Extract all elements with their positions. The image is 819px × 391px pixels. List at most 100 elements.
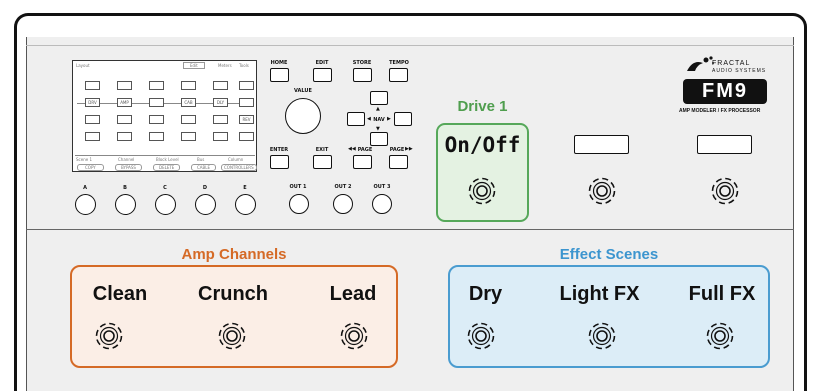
- lcd-grid-cell: [213, 115, 228, 124]
- out2-label: OUT 2: [334, 184, 352, 190]
- lcd-signal-line: [77, 103, 253, 104]
- edit-button[interactable]: [313, 68, 332, 82]
- brand-name: FRACTAL: [712, 60, 751, 67]
- edit-button-label: EDIT: [315, 60, 329, 66]
- scribble-strip: [574, 135, 629, 154]
- lcd-screen: Layout Edit Meters Tools DRV AMP CAB DLY…: [72, 60, 257, 172]
- switch-label-dry: Dry: [468, 283, 503, 305]
- drive-title: Drive 1: [457, 98, 508, 115]
- nav-label: NAV: [373, 117, 385, 123]
- lcd-controllers-button[interactable]: CONTROLLERS: [221, 164, 257, 171]
- switch-label-light-fx: Light FX: [559, 283, 640, 305]
- footswitch-icon: [218, 322, 246, 350]
- value-knob[interactable]: [285, 98, 321, 134]
- out3-label: OUT 3: [373, 184, 391, 190]
- full-fx-footswitch[interactable]: [706, 322, 734, 350]
- lcd-tab-tools[interactable]: Tools: [239, 63, 249, 68]
- value-knob-label: VALUE: [294, 88, 312, 94]
- drive-onoff-label: On/Off: [444, 133, 521, 157]
- soft-knob-d[interactable]: [195, 194, 216, 215]
- nav-down-button[interactable]: [370, 132, 388, 146]
- lcd-grid-cell: [85, 132, 100, 141]
- dry-footswitch[interactable]: [467, 322, 495, 350]
- lcd-grid-cell: [213, 132, 228, 141]
- panel-divider: [26, 229, 794, 230]
- crunch-footswitch[interactable]: [218, 322, 246, 350]
- scribble-strip: [697, 135, 752, 154]
- footswitch-icon: [340, 322, 368, 350]
- footswitch-icon: [588, 177, 616, 205]
- lcd-bypass-button[interactable]: BYPASS: [115, 164, 142, 171]
- effect-scenes-title: Effect Scenes: [559, 246, 659, 263]
- soft-knob-c[interactable]: [155, 194, 176, 215]
- lcd-copy-button[interactable]: COPY: [77, 164, 104, 171]
- footswitch-icon: [588, 322, 616, 350]
- tempo-button-label: TEMPO: [389, 60, 409, 66]
- amp-channels-title: Amp Channels: [181, 246, 287, 263]
- lcd-block-cab[interactable]: CAB: [181, 98, 196, 107]
- light-fx-footswitch[interactable]: [588, 322, 616, 350]
- knob-label-e: E: [243, 185, 247, 191]
- lcd-block-dly[interactable]: DLY: [213, 98, 228, 107]
- lcd-label-bus: Bus: [197, 157, 205, 162]
- knob-label-c: C: [163, 185, 167, 191]
- switch-label-full-fx: Full FX: [688, 283, 756, 305]
- lcd-cable-button[interactable]: CABLE: [191, 164, 217, 171]
- footswitch-icon: [468, 177, 496, 205]
- page-left-button[interactable]: [353, 155, 372, 169]
- nav-up-arrow-icon: ▲: [376, 106, 380, 112]
- out3-knob[interactable]: [372, 194, 392, 214]
- page-left-button-label: PAGE: [357, 147, 373, 153]
- enter-button[interactable]: [270, 155, 289, 169]
- footswitch[interactable]: [711, 177, 739, 205]
- exit-button-label: EXIT: [315, 147, 329, 153]
- page-right-button[interactable]: [389, 155, 408, 169]
- fm9-logo: FM9: [683, 79, 767, 104]
- lcd-block-rev[interactable]: REV: [239, 115, 254, 124]
- lcd-grid-cell: [117, 81, 132, 90]
- lcd-grid-cell: [117, 132, 132, 141]
- soft-knob-e[interactable]: [235, 194, 256, 215]
- lcd-grid-cell: [149, 81, 164, 90]
- lead-footswitch[interactable]: [340, 322, 368, 350]
- lcd-tab-edit[interactable]: Edit: [183, 62, 205, 69]
- soft-knob-b[interactable]: [115, 194, 136, 215]
- switch-label-crunch: Crunch: [198, 283, 268, 305]
- lcd-block-amp[interactable]: AMP: [117, 98, 132, 107]
- amp-channels-group: [70, 265, 398, 368]
- lcd-block-drv[interactable]: DRV: [85, 98, 100, 107]
- drive-footswitch[interactable]: [468, 177, 496, 205]
- lcd-grid-cell: [149, 132, 164, 141]
- fractal-logo-icon: [687, 56, 714, 71]
- nav-down-arrow-icon: ▼: [376, 126, 380, 132]
- exit-button[interactable]: [313, 155, 332, 169]
- page-right-arrow-icon: ▶▶: [405, 146, 413, 152]
- out1-knob[interactable]: [289, 194, 309, 214]
- top-strip: [26, 37, 794, 46]
- lcd-label-scene: Scene 1: [76, 157, 93, 162]
- nav-left-button[interactable]: [347, 112, 365, 126]
- switch-label-lead: Lead: [329, 283, 377, 305]
- nav-right-arrow-icon: ▶: [387, 116, 391, 122]
- clean-footswitch[interactable]: [95, 322, 123, 350]
- lcd-grid-cell: [181, 115, 196, 124]
- tempo-button[interactable]: [389, 68, 408, 82]
- home-button[interactable]: [270, 68, 289, 82]
- footswitch[interactable]: [588, 177, 616, 205]
- lcd-grid-cell: [85, 115, 100, 124]
- out2-knob[interactable]: [333, 194, 353, 214]
- lcd-grid-cell: [85, 81, 100, 90]
- soft-knob-a[interactable]: [75, 194, 96, 215]
- footswitch-icon: [706, 322, 734, 350]
- store-button[interactable]: [353, 68, 372, 82]
- lcd-grid-cell: [117, 115, 132, 124]
- drive-switch-group: [436, 123, 529, 222]
- lcd-tab-layout[interactable]: Layout: [76, 63, 90, 68]
- nav-right-button[interactable]: [394, 112, 412, 126]
- nav-up-button[interactable]: [370, 91, 388, 105]
- lcd-label-channel: Channel: [118, 157, 135, 162]
- lcd-tab-meters[interactable]: Meters: [218, 63, 232, 68]
- footswitch-icon: [711, 177, 739, 205]
- lcd-grid-cell: [239, 81, 254, 90]
- lcd-delete-button[interactable]: DELETE: [153, 164, 181, 171]
